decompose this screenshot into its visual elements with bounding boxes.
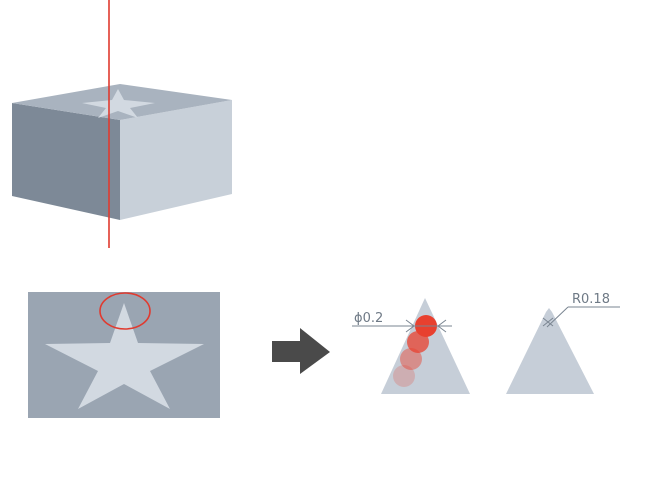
corner-triangle-right (506, 308, 594, 394)
tool-circle-3 (400, 348, 422, 370)
tool-path-detail: ϕ0.2 (352, 298, 470, 394)
phi-dimension-label: ϕ0.2 (354, 311, 383, 326)
cube-right-face (120, 100, 232, 220)
tool-circle-4 (393, 365, 415, 387)
cube (12, 84, 232, 220)
radius-dimension-label: R0.18 (572, 292, 610, 307)
result-detail: R0.18 (506, 292, 620, 394)
radius-marker (542, 317, 554, 327)
cube-left-face (12, 103, 120, 220)
cube-top-star (82, 89, 155, 118)
phi-arrow-left (405, 319, 415, 333)
process-arrow (272, 328, 330, 374)
corner-highlight-circle (99, 292, 151, 330)
top-view-star (45, 303, 204, 409)
top-view (28, 292, 220, 418)
phi-arrow-right (437, 319, 447, 333)
